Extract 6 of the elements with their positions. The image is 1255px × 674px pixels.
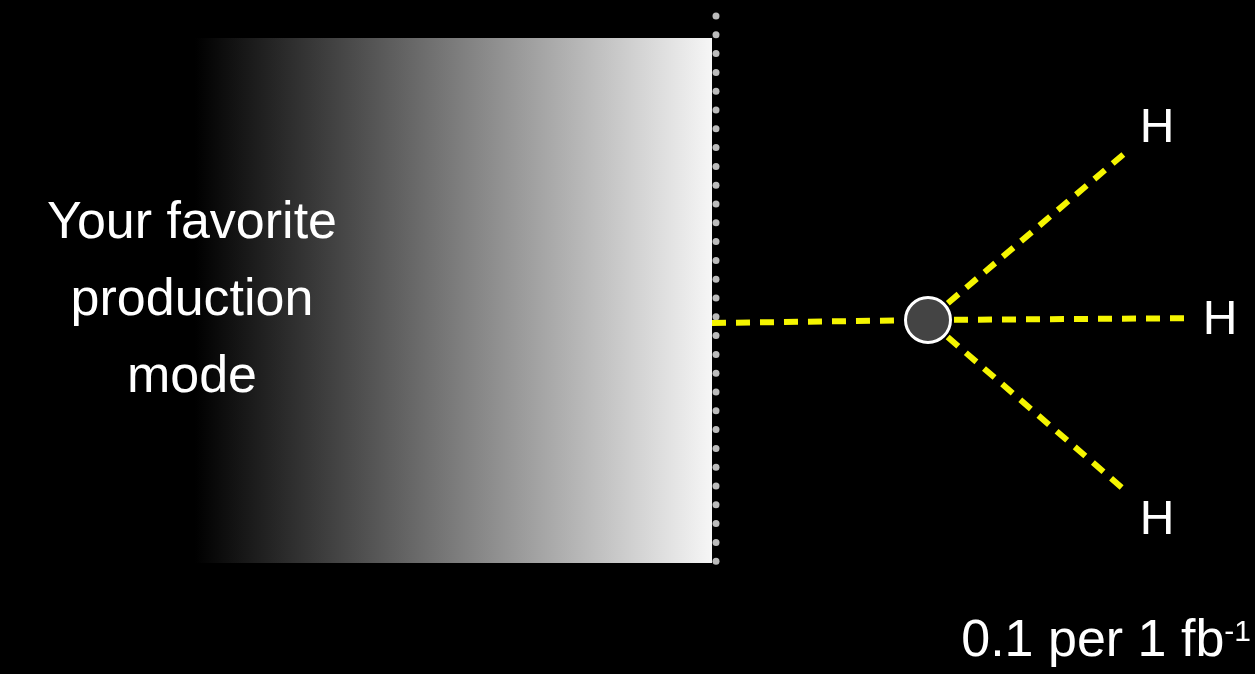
block-label: Your favorite production mode [45, 190, 338, 405]
particle-label: H [1132, 100, 1182, 152]
dashed-line [945, 149, 1128, 306]
particle-label: H [1195, 292, 1245, 344]
particle-label: H [1132, 492, 1182, 544]
rate-label: 0.1 per 1 fb$^{-1}$ [961, 608, 1251, 668]
